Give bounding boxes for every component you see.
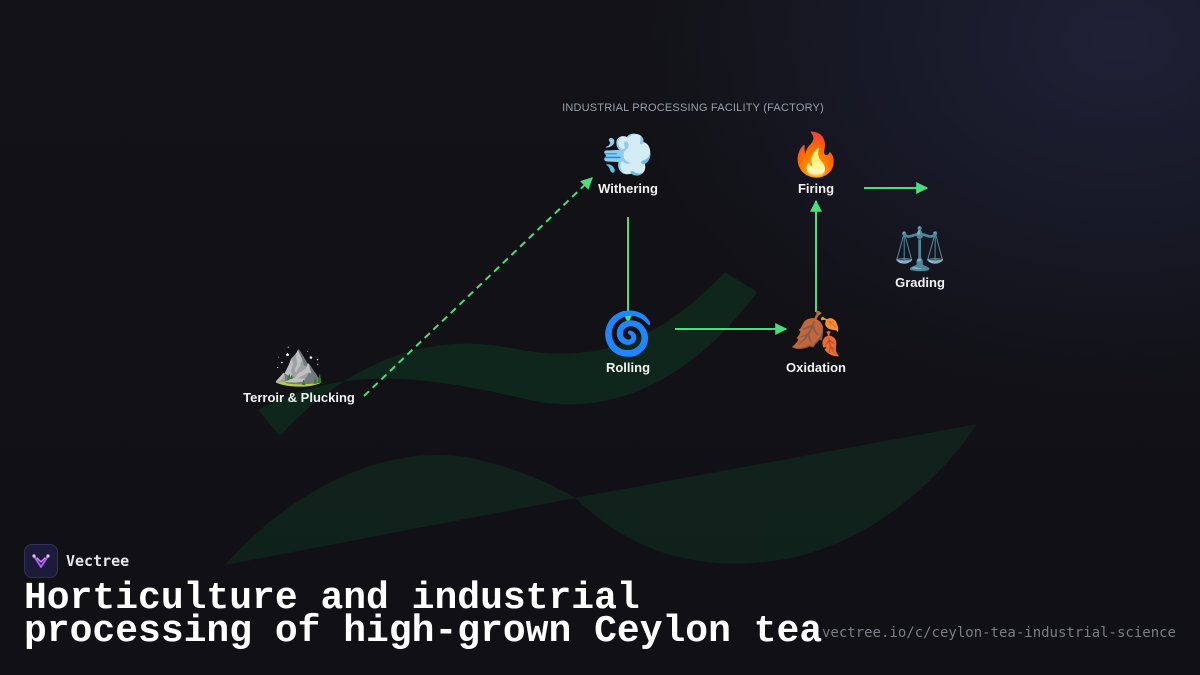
fallen-leaves-icon: 🍂 — [789, 309, 843, 358]
fire-icon: 🔥 — [789, 130, 843, 179]
page-title: Horticulture and industrial processing o… — [24, 577, 823, 653]
node-label-firing: Firing — [797, 181, 835, 196]
node-label-grading: Grading — [895, 275, 945, 290]
node-label-oxidation: Oxidation — [786, 360, 846, 375]
factory-group-caption: INDUSTRIAL PROCESSING FACILITY (FACTORY) — [562, 102, 824, 114]
node-label-rolling: Rolling — [605, 360, 651, 375]
node-label-withering: Withering — [598, 181, 658, 196]
node-rolling[interactable]: 🌀 Rolling — [548, 309, 708, 376]
background-leaf-lower — [225, 424, 977, 565]
node-firing[interactable]: 🔥 Firing — [736, 130, 896, 197]
cyclone-icon: 🌀 — [601, 309, 655, 358]
edge-terroir-to-withering — [363, 177, 593, 397]
node-oxidation[interactable]: 🍂 Oxidation — [736, 309, 896, 376]
background-leaf-upper — [258, 272, 757, 436]
balance-scale-icon: ⚖️ — [893, 224, 947, 273]
source-url[interactable]: vectree.io/c/ceylon-tea-industrial-scien… — [821, 625, 1176, 641]
dashing-wind-icon: 💨 — [601, 130, 655, 179]
node-label-terroir-plucking: Terroir & Plucking — [243, 390, 355, 405]
brand[interactable]: Vectree — [24, 544, 129, 578]
mountain-icon: ⛰️ — [272, 339, 326, 388]
vectree-logo-mark — [32, 554, 50, 568]
brand-name: Vectree — [66, 552, 130, 570]
vectree-logo-icon — [24, 544, 58, 578]
node-grading[interactable]: ⚖️ Grading — [840, 224, 1000, 291]
node-withering[interactable]: 💨 Withering — [548, 130, 708, 197]
node-terroir-plucking[interactable]: ⛰️ Terroir & Plucking — [219, 339, 379, 406]
